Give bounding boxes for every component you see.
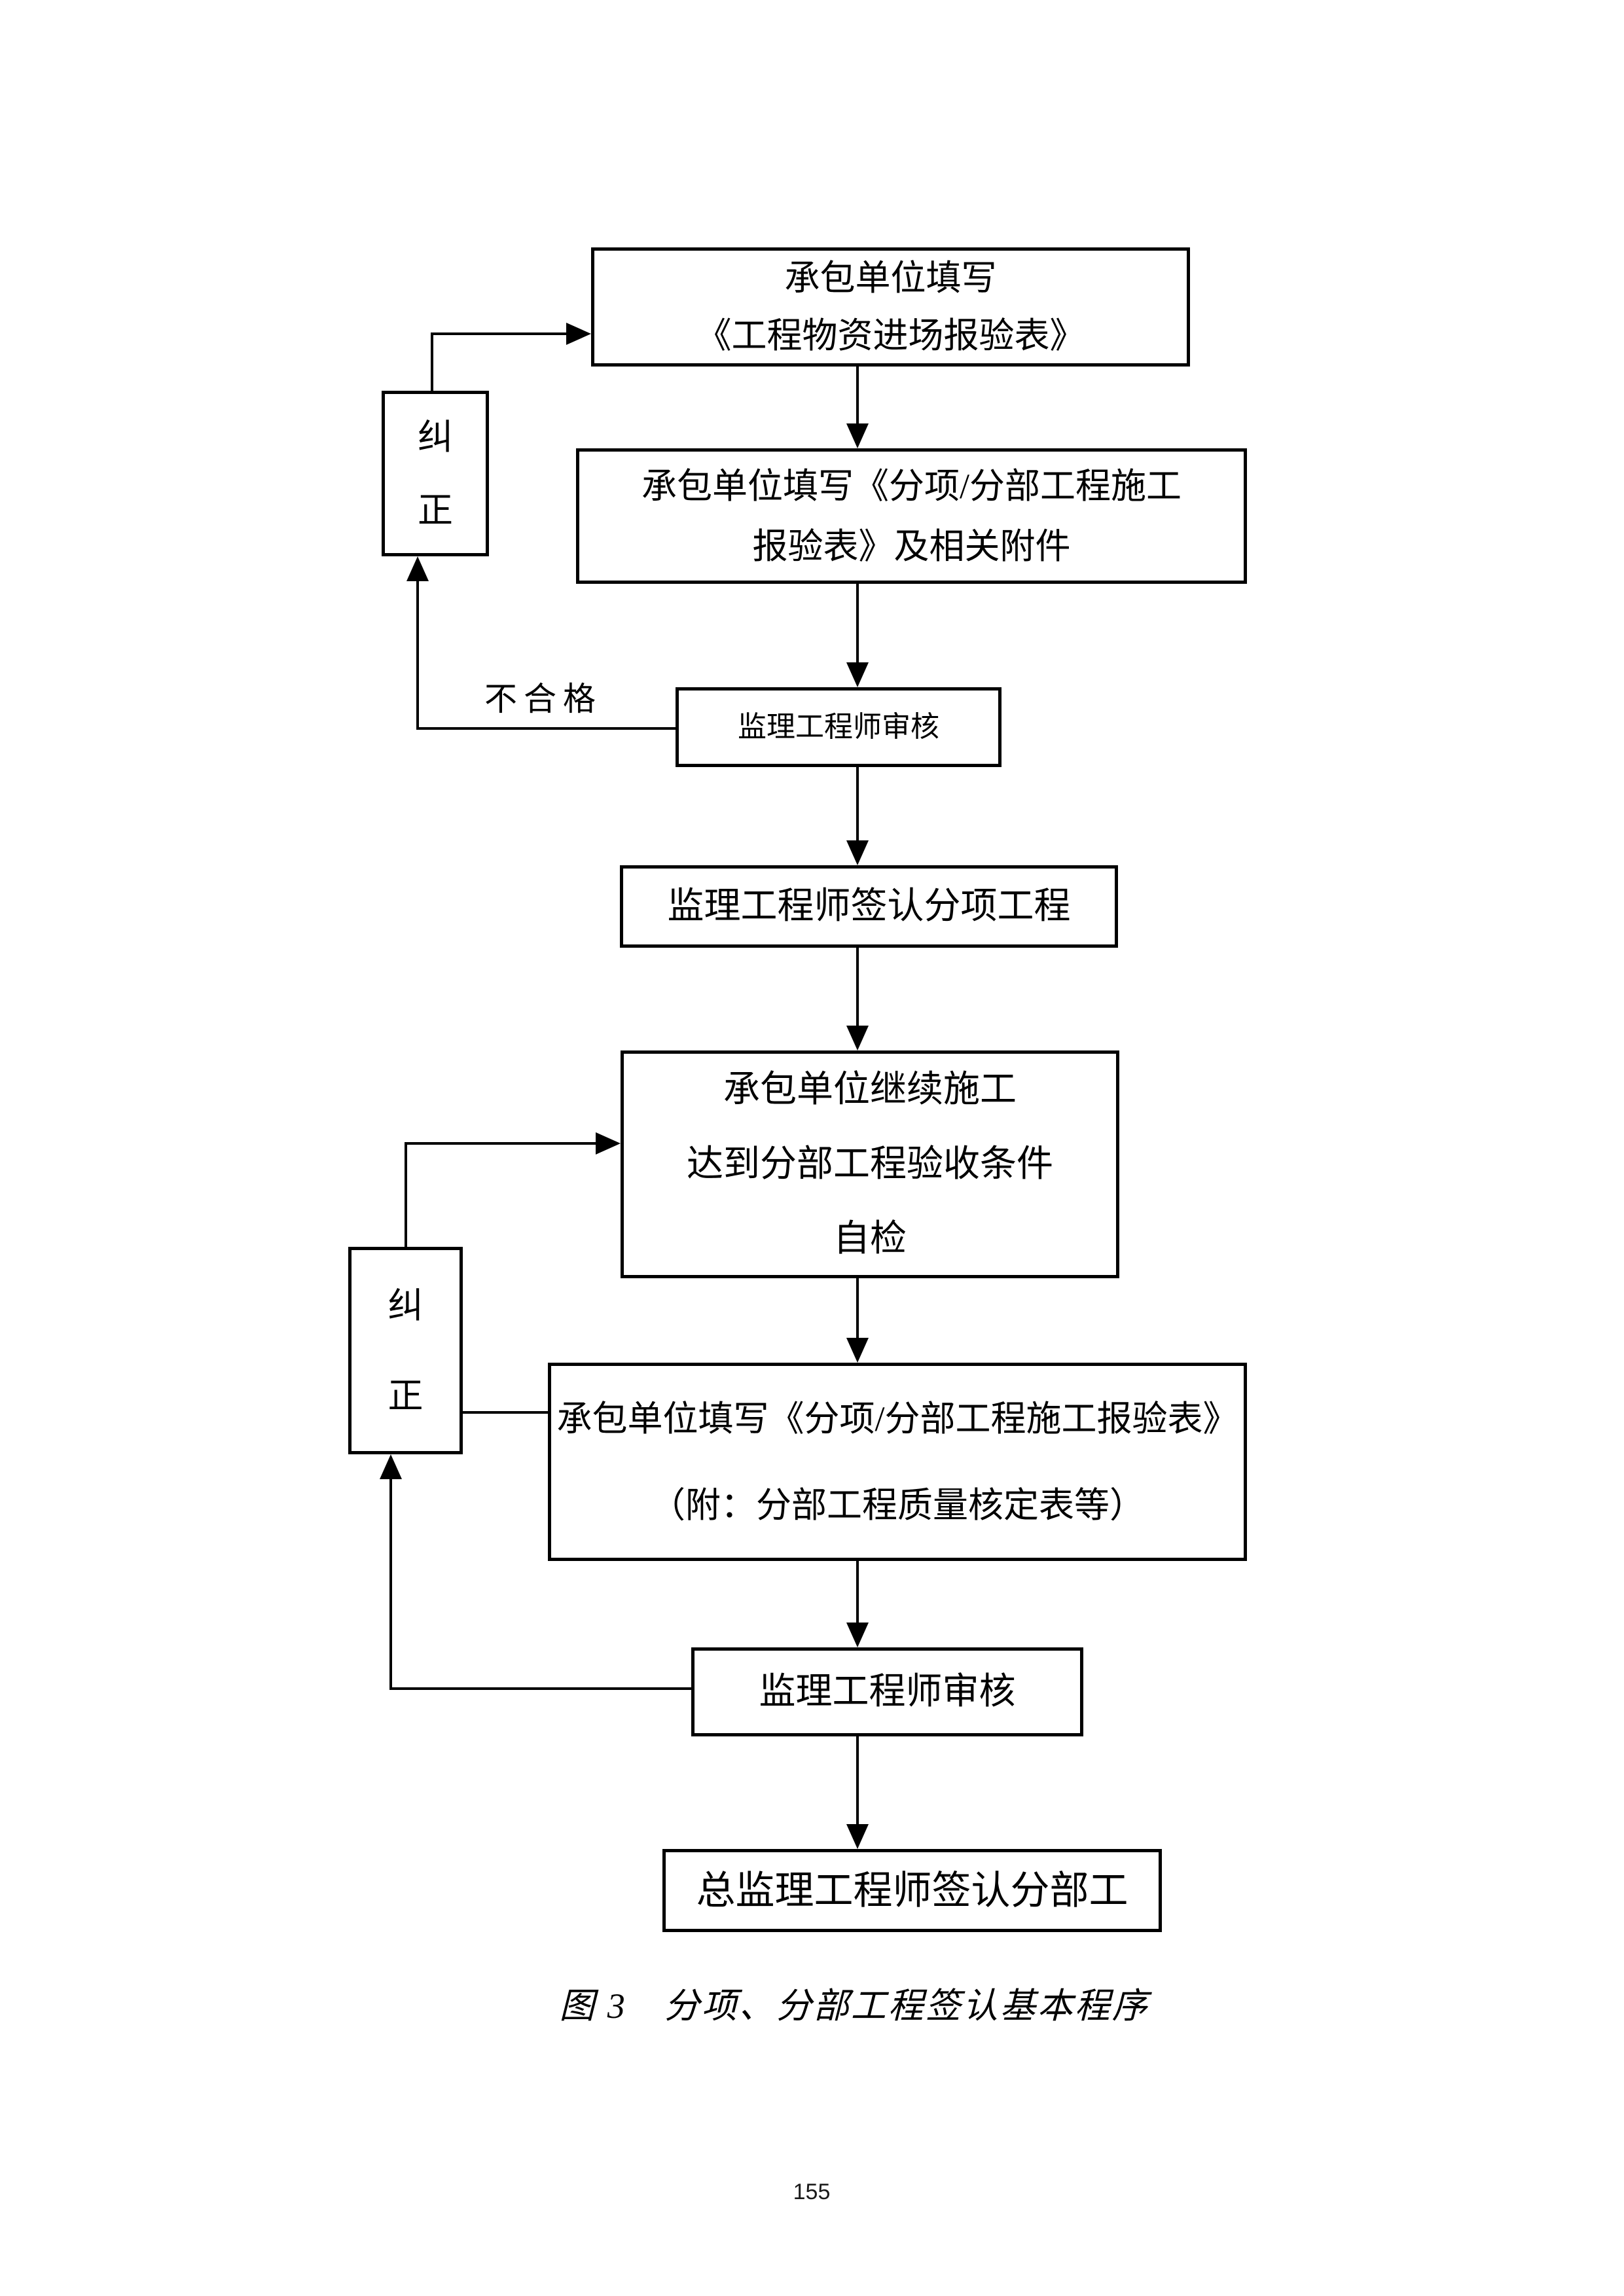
- flow-arrow-3-stem: [856, 767, 859, 842]
- fail-label: 不合格: [484, 681, 602, 717]
- box-text-line: （附：分部工程质量核定表等）: [650, 1485, 1145, 1525]
- flow-arrow-7-stem: [856, 1736, 859, 1825]
- feedback1-line-up: [416, 580, 419, 730]
- flow-arrow-2-head-icon: [846, 662, 869, 687]
- box-text-line: 监理工程师签认分项工程: [667, 886, 1071, 927]
- feedback2-line-left: [389, 1687, 691, 1690]
- flow-box-subitem-construction-form: 承包单位填写《分项/分部工程施工 报验表》及相关附件: [576, 448, 1247, 584]
- flow-box-supervisor-sign-subitem: 监理工程师签认分项工程: [620, 865, 1118, 948]
- feedback2-line-up: [389, 1478, 392, 1690]
- box-text-line: 监理工程师审核: [759, 1672, 1016, 1712]
- box-text-line: 承包单位填写《分项/分部工程施工: [641, 466, 1182, 506]
- feedback2-right-arrowhead-icon: [596, 1132, 621, 1155]
- box-text-line: 纠: [418, 417, 453, 457]
- box-text-line: 正: [388, 1376, 424, 1416]
- box-text-line: 《工程物资进场报验表》: [696, 316, 1085, 355]
- flow-box-material-entry-form: 承包单位填写 《工程物资进场报验表》: [591, 247, 1190, 367]
- flow-arrow-2-stem: [856, 584, 859, 664]
- correction-box-1: 纠 正: [382, 391, 489, 556]
- feedback1-line-right: [432, 332, 568, 335]
- flow-box-supervisor-review-2: 监理工程师审核: [691, 1647, 1083, 1736]
- figure-caption: 图 3 分项、分部工程签认基本程序: [559, 1986, 1149, 2026]
- flow-arrow-7-head-icon: [846, 1824, 869, 1849]
- flow-arrow-1-stem: [856, 367, 859, 425]
- flow-box-supervisor-review-1: 监理工程师审核: [676, 687, 1001, 767]
- box-text-line: 正: [418, 490, 453, 530]
- flow-box-chief-supervisor-sign-subpart: 总监理工程师签认分部工: [662, 1849, 1162, 1932]
- box-text-line: 总监理工程师签认分部工: [696, 1869, 1128, 1912]
- feedback2-up-arrowhead-icon: [380, 1454, 402, 1479]
- feedback1-right-arrowhead-icon: [566, 323, 591, 345]
- flow-arrow-1-head-icon: [846, 423, 869, 448]
- feedback1-line-left: [418, 727, 676, 730]
- flow-arrow-3-head-icon: [846, 840, 869, 865]
- flow-arrow-5-stem: [856, 1278, 859, 1339]
- flow-arrow-5-head-icon: [846, 1338, 869, 1363]
- box-text-line: 承包单位填写: [784, 259, 997, 298]
- flow-arrow-4-stem: [856, 948, 859, 1027]
- flow-arrow-6-head-icon: [846, 1623, 869, 1647]
- feedback1-line-up2: [431, 332, 433, 393]
- box-text-line: 纠: [388, 1285, 424, 1325]
- flow-box-continue-construction-self-check: 承包单位继续施工 达到分部工程验收条件 自检: [621, 1050, 1119, 1278]
- box-text-line: 自检: [833, 1219, 907, 1259]
- box-text-line: 监理工程师审核: [738, 711, 939, 743]
- feedback2-line-up2: [405, 1142, 407, 1249]
- box-text-line: 承包单位继续施工: [723, 1069, 1017, 1110]
- flow-box-subpart-construction-form: 承包单位填写《分项/分部工程施工报验表》 （附：分部工程质量核定表等）: [548, 1363, 1247, 1561]
- box-text-line: 承包单位填写《分项/分部工程施工报验表》: [556, 1399, 1238, 1439]
- flow-arrow-4-head-icon: [846, 1026, 869, 1050]
- correction2-to-box6-connector: [463, 1411, 548, 1414]
- correction-box-2: 纠 正: [348, 1247, 463, 1454]
- box-text-line: 报验表》及相关附件: [752, 526, 1071, 566]
- page-number: 155: [793, 2179, 831, 2204]
- feedback2-line-right: [406, 1142, 597, 1145]
- flow-arrow-6-stem: [856, 1561, 859, 1624]
- box-text-line: 达到分部工程验收条件: [687, 1144, 1053, 1185]
- feedback1-up-arrowhead-icon: [406, 556, 429, 581]
